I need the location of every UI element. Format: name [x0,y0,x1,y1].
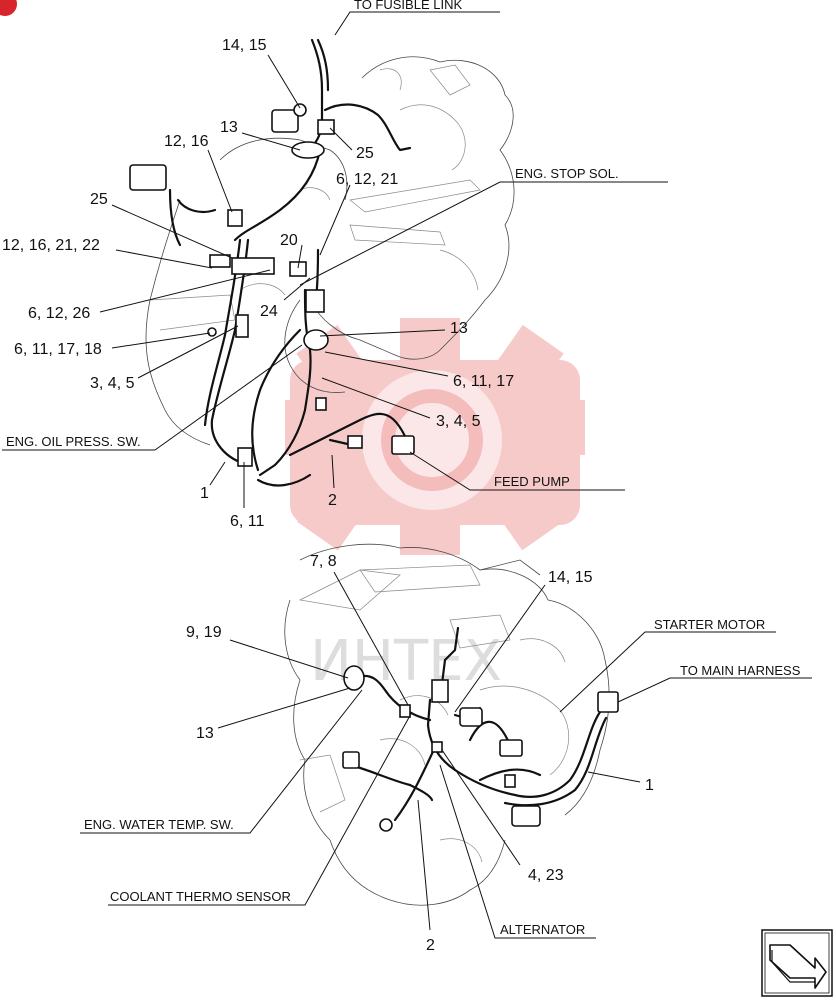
callout-6-12-26: 6, 12, 26 [28,305,90,322]
callout-to-main-harness: TO MAIN HARNESS [680,663,801,678]
callout-7-8: 7, 8 [310,553,337,570]
callout-2-bottom: 2 [426,937,435,954]
callout-25-mid: 25 [90,191,108,208]
callout-3-4-5-left: 3, 4, 5 [90,375,135,392]
callout-13-top: 13 [220,119,238,136]
callout-3-4-5-right: 3, 4, 5 [436,413,481,430]
callout-feed-pump: FEED PUMP [494,474,570,489]
watermark-text: ИНТЕХ [310,629,502,694]
callout-1-top: 1 [200,485,209,502]
next-page-arrow-icon[interactable] [761,929,833,997]
bottom-callouts: 7, 8 14, 15 9, 19 STARTER MOTOR TO MAIN … [80,553,812,954]
callout-6-11: 6, 11 [230,513,265,530]
callout-to-fusible-link: TO FUSIBLE LINK [354,0,462,12]
top-harness [168,38,412,487]
callout-12-16-21-22: 12, 16, 21, 22 [2,237,100,254]
callout-25-top: 25 [356,145,374,162]
bottom-harness [348,626,608,822]
callout-eng-stop-sol: ENG. STOP SOL. [515,166,619,181]
callout-20: 20 [280,232,298,249]
callout-6-12-21: 6, 12, 21 [336,171,398,188]
bottom-harness-components [342,665,619,832]
top-engine-outline [145,56,515,446]
bottom-engine-outline [284,543,610,906]
callout-eng-oil-press-sw: ENG. OIL PRESS. SW. [6,434,141,449]
callout-14-15-bottom: 14, 15 [548,569,593,586]
callout-6-11-17: 6, 11, 17 [453,373,514,390]
callout-coolant-thermo-sensor: COOLANT THERMO SENSOR [110,889,291,904]
callout-2-top: 2 [328,492,337,509]
callout-9-19: 9, 19 [186,624,222,641]
callout-1-bottom: 1 [645,777,654,794]
callout-12-16: 12, 16 [164,133,209,150]
corner-badge [0,0,17,16]
top-callouts: TO FUSIBLE LINK 14, 15 13 25 12, 16 6, 1… [2,0,668,530]
callout-13-mid: 13 [450,320,468,337]
callout-6-11-17-18: 6, 11, 17, 18 [14,341,102,358]
callout-alternator: ALTERNATOR [500,922,585,937]
callout-eng-water-temp-sw: ENG. WATER TEMP. SW. [84,817,234,832]
callout-14-15-top: 14, 15 [222,37,267,54]
callout-24: 24 [260,303,278,320]
callout-starter-motor: STARTER MOTOR [654,617,765,632]
callout-4-23: 4, 23 [528,867,564,884]
callout-13-bottom: 13 [196,725,214,742]
